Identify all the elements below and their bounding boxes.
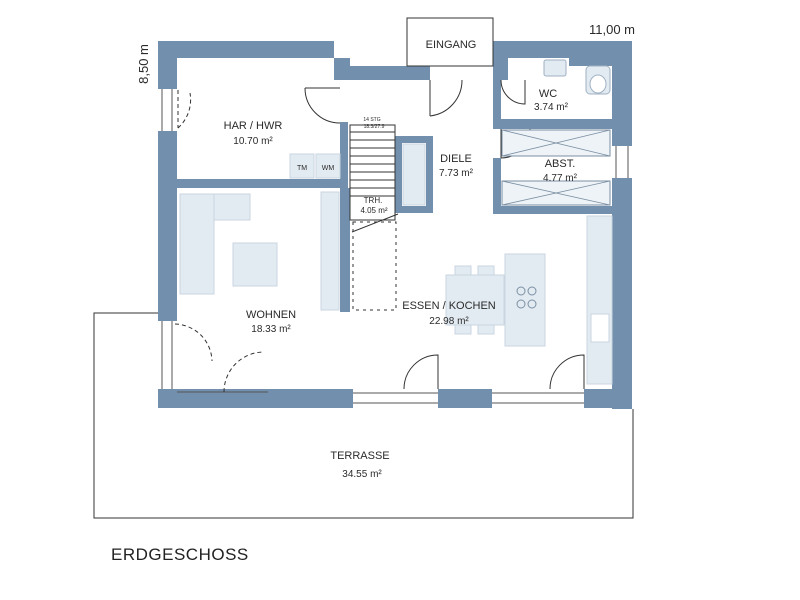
room-terrasse-area: 34.55 m²	[342, 469, 382, 480]
entrance-label: EINGANG	[426, 39, 477, 51]
room-trh-name: TRH.	[364, 196, 383, 205]
cooktop-icon	[516, 286, 537, 309]
room-essen-name: ESSEN / KOCHEN	[402, 300, 496, 312]
living-furniture	[179, 191, 340, 311]
room-wc-name: WC	[539, 88, 557, 100]
room-har-name: HAR / HWR	[224, 120, 283, 132]
wc-fixtures	[543, 59, 611, 95]
laundry-appliances	[289, 153, 341, 179]
room-har-area: 10.70 m²	[233, 136, 273, 147]
floor-title: ERDGESCHOSS	[111, 545, 249, 564]
interior-walls	[177, 58, 612, 312]
room-wc-area: 3.74 m²	[534, 102, 569, 113]
room-essen-area: 22.98 m²	[429, 316, 469, 327]
terrace	[93, 312, 634, 519]
exterior-walls	[158, 41, 632, 409]
room-trh-area: 4.05 m²	[360, 206, 387, 215]
width-dimension: 11,00 m	[589, 22, 635, 37]
kitchen-furniture	[445, 215, 613, 385]
stair-note-ratio: 18.3/27.9	[364, 124, 385, 130]
wm-label: WM	[322, 165, 335, 172]
tm-label: TM	[297, 165, 307, 172]
diele-cabinet	[402, 143, 426, 206]
abst-wardrobe	[501, 129, 611, 206]
room-wohnen-area: 18.33 m²	[251, 324, 291, 335]
staircase	[349, 124, 399, 311]
room-abst-name: ABST.	[545, 158, 576, 170]
room-wohnen-name: WOHNEN	[246, 309, 296, 321]
room-diele-name: DIELE	[440, 153, 472, 165]
entrance-bay	[406, 17, 494, 67]
stair-note-steps: 14 STG	[363, 117, 380, 123]
room-terrasse-name: TERRASSE	[330, 450, 389, 462]
room-diele-area: 7.73 m²	[439, 168, 474, 179]
windows	[161, 89, 629, 404]
depth-dimension: 8,50 m	[136, 44, 151, 84]
room-abst-area: 4.77 m²	[543, 173, 578, 184]
